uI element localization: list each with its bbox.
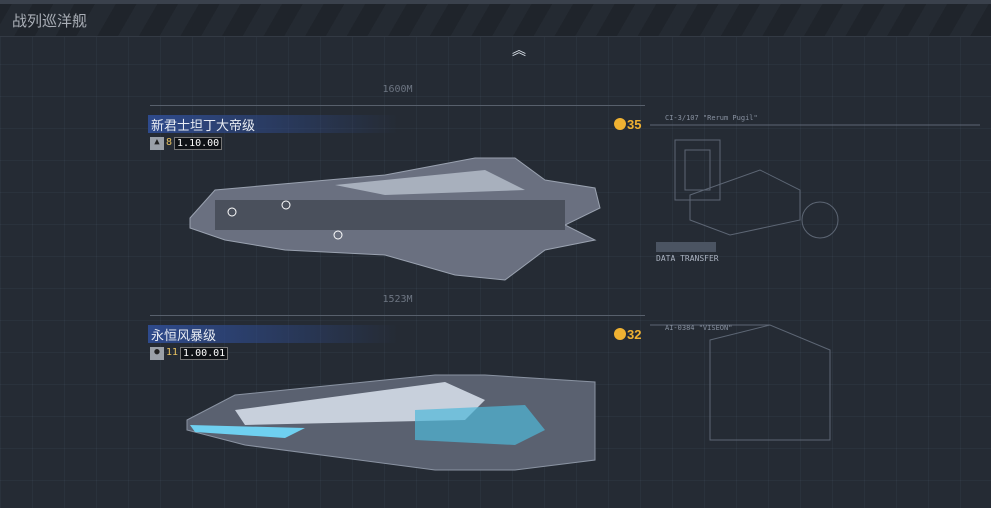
ship-stat-value: 1.00.01	[180, 347, 229, 360]
ship-count: 11	[166, 347, 179, 358]
cost-icon	[614, 328, 626, 340]
ship-name-label-1: 新君士坦丁大帝级	[148, 115, 398, 134]
ship-stats-1: ▲ 8 1.10.00	[150, 137, 223, 150]
blueprint-schematic	[650, 124, 980, 441]
spec-label-2: AI-0384 "VISEON"	[665, 324, 733, 332]
length-scale-2: 1523M	[150, 294, 645, 316]
page-title: 战列巡洋舰	[12, 12, 88, 30]
length-value: 1600M	[382, 84, 413, 95]
header-bar: 战列巡洋舰	[0, 4, 991, 37]
ship-cost-1: 35	[614, 117, 641, 132]
ship-image-2[interactable]	[185, 370, 605, 480]
length-value: 1523M	[382, 294, 413, 305]
ship-name-label-2: 永恒风暴级	[148, 325, 398, 344]
length-scale-1: 1600M	[150, 84, 645, 106]
top-bar	[0, 0, 991, 4]
data-transfer-label: DATA TRANSFER	[656, 254, 719, 263]
cost-value: 32	[627, 327, 642, 342]
cost-icon	[614, 118, 626, 130]
cost-value: 35	[627, 117, 642, 132]
helmet-icon: ●	[150, 347, 164, 360]
ship-stats-2: ● 11 1.00.01	[150, 347, 229, 360]
ship-count: 8	[166, 137, 173, 148]
spec-label-1: CI-3/107 "Rerum Pugil"	[665, 114, 758, 122]
ship-stat-value: 1.10.00	[174, 137, 223, 150]
ship-cost-2: 32	[614, 327, 641, 342]
ship-image-1[interactable]	[185, 150, 605, 285]
ship-class-icon: ▲	[150, 137, 164, 150]
scroll-up-chevron-icon[interactable]: ︽	[512, 43, 526, 59]
